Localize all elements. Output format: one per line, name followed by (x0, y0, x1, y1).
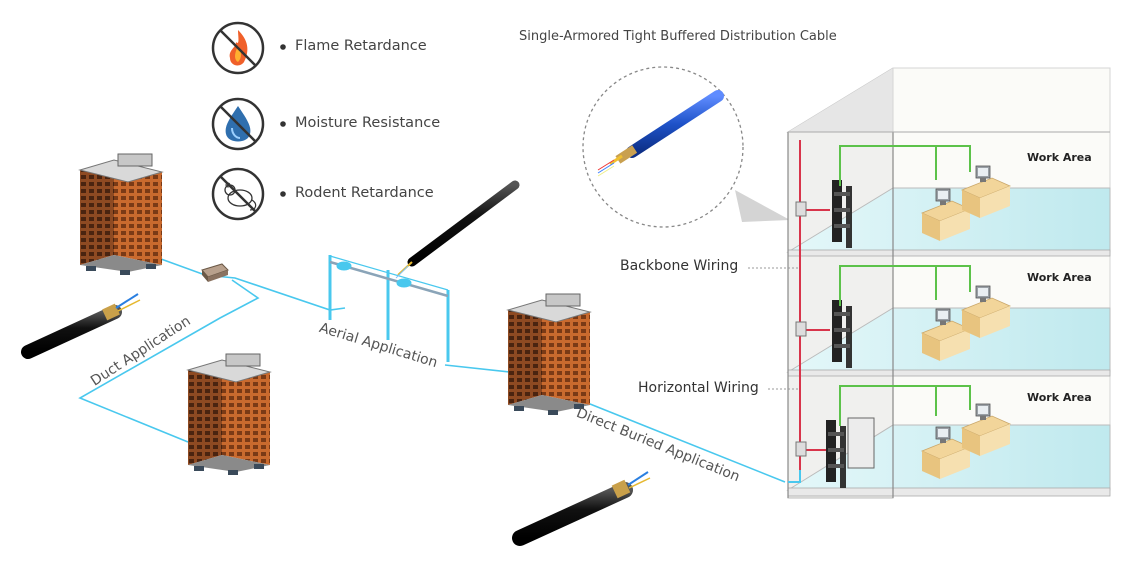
work-area-label: Work Area (1027, 151, 1092, 164)
rodent-retardance-badge (211, 167, 286, 221)
horizontal-cabling (839, 145, 971, 426)
buried-cable (512, 471, 651, 546)
aerial-cable (395, 180, 520, 279)
work-area-label: Work Area (1027, 391, 1092, 404)
moisture-resistance-badge (211, 97, 286, 151)
building-icon (507, 293, 591, 416)
feature-label-moisture: Moisture Resistance (295, 115, 441, 131)
feature-label-flame: Flame Retardance (295, 38, 427, 54)
building-icon (187, 353, 271, 476)
flame-retardance-badge (211, 21, 286, 75)
horizontal-wiring-label: Horizontal Wiring (636, 380, 761, 396)
duct-cable (21, 293, 141, 359)
building-icon (79, 153, 163, 276)
splice-closure (201, 263, 229, 282)
backbone-wiring-label: Backbone Wiring (618, 258, 741, 274)
floor-slabs (786, 187, 1111, 497)
blue-armored-cable (597, 90, 724, 177)
cable-zoom-callout (582, 66, 790, 228)
cable-title: Single-Armored Tight Buffered Distributi… (519, 29, 837, 44)
office-building (786, 67, 1111, 499)
work-area-label: Work Area (1027, 271, 1092, 284)
feature-label-rodent: Rodent Retardance (295, 185, 434, 201)
aerial-poles (328, 255, 450, 362)
